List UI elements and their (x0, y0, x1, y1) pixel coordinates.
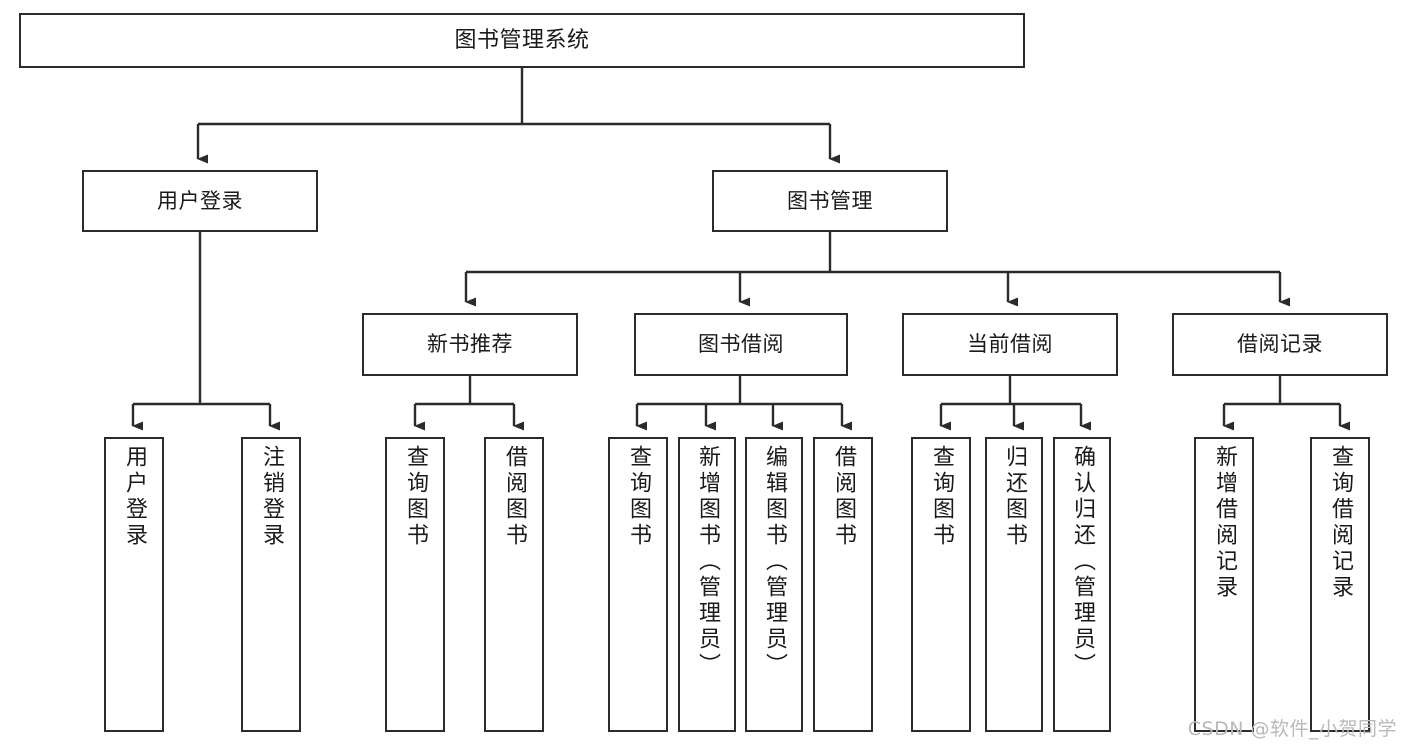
node-leaf-return-book[interactable]: 归还图书 (985, 437, 1043, 732)
watermark-text: CSDN @软件_小贺同学 (1187, 718, 1397, 740)
node-label-leaf-query-record: 查询借阅记录 (1328, 445, 1353, 601)
node-leaf-add-book[interactable]: 新增图书（管理员） (678, 437, 736, 732)
node-label-leaf-borrow-book-rec: 借阅图书 (502, 445, 527, 549)
node-leaf-confirm-return[interactable]: 确认归还（管理员） (1053, 437, 1111, 732)
node-label-leaf-user-login: 用户登录 (122, 445, 147, 549)
node-new-book-rec[interactable]: 新书推荐 (362, 313, 578, 376)
node-label-leaf-query-book-cur: 查询图书 (929, 445, 954, 549)
node-label-leaf-return-book: 归还图书 (1002, 445, 1027, 549)
node-label-leaf-user-logout: 注销登录 (259, 445, 284, 549)
node-leaf-user-logout[interactable]: 注销登录 (241, 437, 301, 732)
node-label-current-borrow: 当前借阅 (967, 332, 1053, 357)
node-label-root: 图书管理系统 (454, 27, 590, 53)
node-label-leaf-query-book-brw: 查询图书 (626, 445, 651, 549)
node-label-user-login: 用户登录 (157, 188, 243, 213)
node-label-leaf-add-record: 新增借阅记录 (1212, 445, 1237, 601)
node-current-borrow[interactable]: 当前借阅 (902, 313, 1118, 376)
node-book-manage[interactable]: 图书管理 (712, 170, 948, 232)
node-leaf-edit-book[interactable]: 编辑图书（管理员） (745, 437, 803, 732)
node-label-leaf-query-book-rec: 查询图书 (403, 445, 428, 549)
node-label-leaf-add-book: 新增图书（管理员） (695, 445, 720, 679)
node-label-new-book-rec: 新书推荐 (427, 332, 513, 357)
node-label-leaf-confirm-return: 确认归还（管理员） (1070, 445, 1095, 679)
node-book-borrow[interactable]: 图书借阅 (634, 313, 848, 376)
node-root[interactable]: 图书管理系统 (19, 13, 1025, 68)
node-label-book-manage: 图书管理 (787, 188, 873, 213)
node-borrow-record[interactable]: 借阅记录 (1172, 313, 1388, 376)
node-leaf-add-record[interactable]: 新增借阅记录 (1194, 437, 1254, 732)
node-leaf-borrow-book-rec[interactable]: 借阅图书 (484, 437, 544, 732)
node-user-login[interactable]: 用户登录 (82, 170, 318, 232)
node-leaf-query-book-brw[interactable]: 查询图书 (608, 437, 668, 732)
node-label-leaf-edit-book: 编辑图书（管理员） (762, 445, 787, 679)
node-label-book-borrow: 图书借阅 (698, 332, 784, 357)
node-leaf-user-login[interactable]: 用户登录 (104, 437, 164, 732)
node-leaf-query-book-rec[interactable]: 查询图书 (385, 437, 445, 732)
node-label-borrow-record: 借阅记录 (1237, 332, 1323, 357)
node-label-leaf-borrow-book-brw: 借阅图书 (831, 445, 856, 549)
node-leaf-borrow-book-brw[interactable]: 借阅图书 (813, 437, 873, 732)
node-leaf-query-record[interactable]: 查询借阅记录 (1310, 437, 1370, 732)
node-leaf-query-book-cur[interactable]: 查询图书 (911, 437, 971, 732)
